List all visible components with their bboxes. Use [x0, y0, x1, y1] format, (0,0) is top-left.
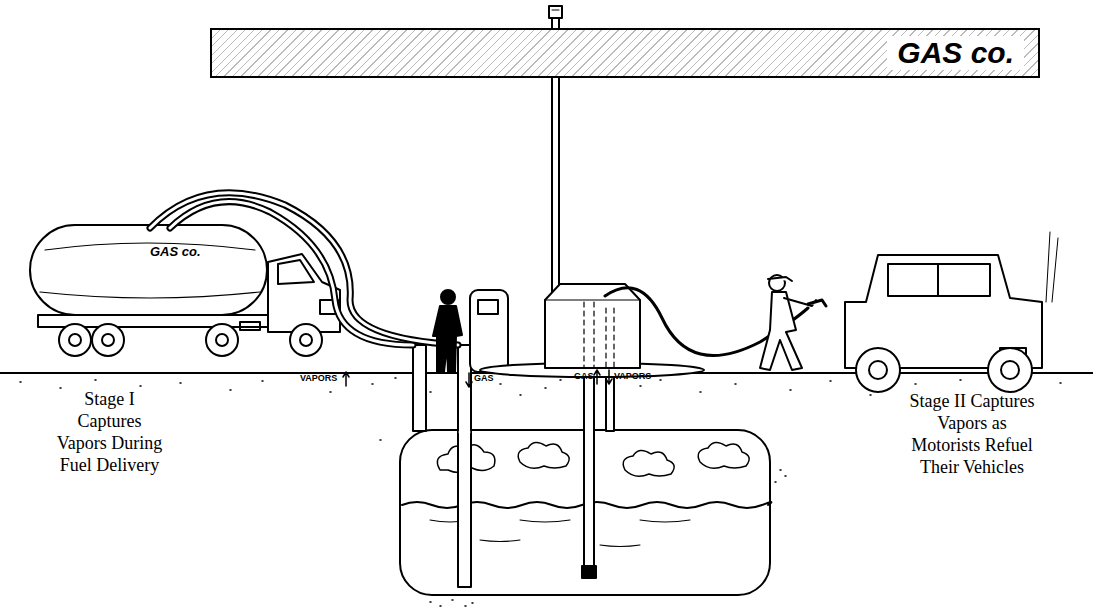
tanker-truck [206, 324, 238, 356]
stage-caption: Stage I Captures Vapors During Fuel Deli… [52, 388, 167, 476]
tanker-truck [30, 225, 340, 356]
motorist-figure [760, 275, 826, 370]
vapor-clouds [518, 442, 569, 468]
fill-pipe [458, 345, 471, 587]
tanker-truck [92, 324, 124, 356]
tanker-truck [40, 243, 260, 298]
fill-pipe [460, 431, 469, 434]
flow-label: VAPORS [614, 371, 651, 382]
flow-arrow [343, 372, 349, 386]
sign-pole [549, 6, 562, 18]
pickup-truck [988, 348, 1032, 392]
tanker-truck [59, 324, 91, 356]
flow-arrow [606, 370, 612, 384]
pickup-truck [1052, 238, 1058, 302]
sign-pole [552, 10, 559, 11]
delivery-hoses [170, 202, 413, 345]
tanker-truck [30, 225, 267, 315]
vapor-clouds [623, 450, 674, 476]
flow-label: GAS [574, 371, 594, 382]
dispenser [584, 302, 614, 368]
stage-caption: Stage II Captures Vapors as Motorists Re… [902, 390, 1042, 478]
flow-arrow [343, 370, 612, 387]
tanker-truck [300, 334, 312, 346]
flow-arrow [466, 373, 472, 387]
vapor-return-pipe [413, 345, 426, 431]
pickup-truck [1046, 232, 1050, 302]
vapor-return-pipe [413, 345, 426, 431]
ground-line [0, 373, 1093, 606]
motorist-figure [768, 277, 792, 281]
small-pump [478, 300, 498, 314]
tanker-truck [278, 260, 314, 284]
motorist-figure [808, 300, 826, 306]
dispenser-supply-pipe [582, 566, 596, 578]
tanker-truck [240, 322, 260, 330]
tanker-truck [216, 334, 228, 346]
delivery-hoses [150, 193, 458, 345]
attendant-figure [433, 306, 462, 372]
sign-board: GAS co. [210, 28, 1040, 78]
vapor-clouds [698, 442, 749, 468]
attendant-figure [441, 290, 455, 304]
dispenser-supply-pipe [582, 373, 596, 578]
attendant-figure [433, 290, 462, 372]
pickup-truck [869, 361, 887, 379]
tanker-truck [69, 334, 81, 346]
dispenser-supply-pipe [584, 373, 594, 568]
tanker-truck [102, 334, 114, 346]
flow-arrow [594, 370, 600, 384]
small-pump [470, 290, 508, 372]
ground-line [20, 378, 1061, 606]
delivery-hoses [170, 202, 413, 345]
pickup-truck [845, 232, 1058, 392]
motorist-figure [760, 292, 802, 370]
pickup-truck [937, 264, 939, 296]
tank-logo: GAS co. [150, 244, 201, 259]
pickup-truck [1001, 361, 1019, 379]
pickup-truck [856, 348, 900, 392]
delivery-hoses [150, 193, 458, 345]
sign-text: GAS co. [887, 36, 1024, 70]
dispenser [545, 284, 640, 368]
fill-pipe [458, 345, 471, 587]
delivery-hoses [150, 193, 458, 345]
pickup-truck [888, 264, 990, 296]
tanker-truck [290, 324, 322, 356]
flow-label: VAPORS [300, 373, 337, 384]
small-pump [470, 290, 508, 372]
dispenser [545, 299, 640, 300]
flow-label: GAS [474, 373, 494, 384]
